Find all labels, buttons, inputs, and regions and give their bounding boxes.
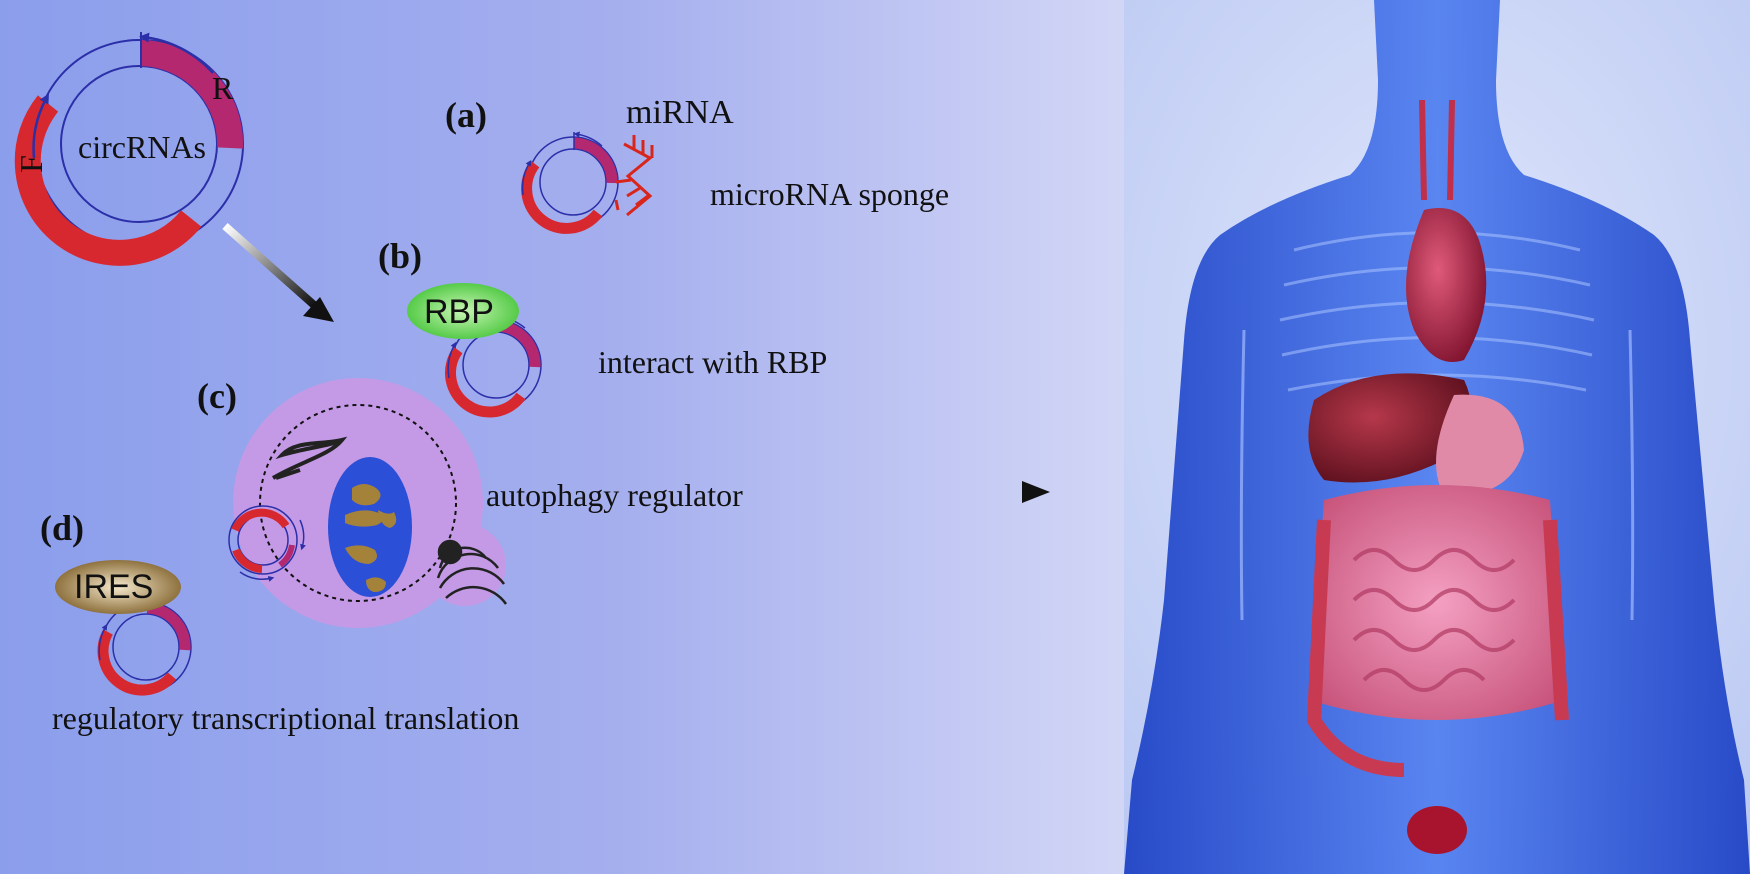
background: [0, 0, 1124, 874]
forward-arrow: [32, 93, 49, 159]
mirna-strand: [614, 135, 654, 217]
circrna-main: [14, 32, 244, 266]
liver-icon: [1308, 373, 1471, 483]
autophagy-cell: [228, 378, 508, 628]
stomach-icon: [1436, 394, 1524, 496]
mechanism-letter-b: (b): [378, 236, 422, 276]
mitochondrion-icon: [328, 457, 412, 597]
reverse-primer-label: R: [212, 70, 234, 106]
exon-segment-magenta: [140, 40, 244, 149]
circrna-label: circRNAs: [78, 129, 206, 165]
human-body-illustration: [1124, 0, 1750, 874]
forward-primer-label: F: [12, 155, 49, 173]
heart-icon: [1406, 208, 1487, 362]
mechanism-a-description: microRNA sponge: [710, 176, 950, 212]
ires-label: IRES: [74, 568, 154, 606]
bladder-icon: [1407, 806, 1467, 854]
diagonal-arrow: [222, 223, 334, 322]
exon-segment-red: [14, 95, 202, 266]
mechanism-letter-d: (d): [40, 508, 84, 548]
mechanism-c-description: autophagy regulator: [486, 477, 743, 513]
horizontal-arrow: [918, 481, 1050, 503]
rbp-label: RBP: [424, 293, 494, 331]
reverse-arrow: [139, 32, 214, 74]
golgi-icon: [436, 539, 508, 605]
rna-squiggle-icon: [271, 436, 348, 480]
mechanism-letter-a: (a): [445, 95, 487, 135]
rbp-protein: [407, 283, 519, 339]
circrna-c: [228, 505, 306, 582]
mirna-label: miRNA: [626, 94, 734, 131]
mechanism-letter-c: (c): [197, 376, 237, 416]
intestines-icon: [1310, 485, 1564, 720]
mechanism-b-description: interact with RBP: [598, 344, 828, 380]
ires-element: [55, 560, 181, 614]
mechanism-d-description: regulatory transcriptional translation: [52, 700, 520, 736]
